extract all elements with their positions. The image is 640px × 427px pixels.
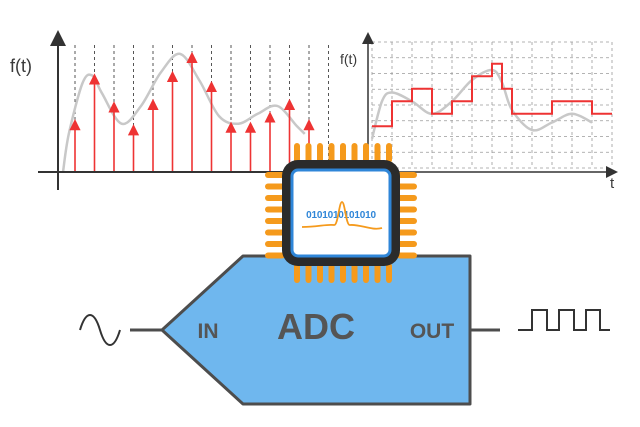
analog-signal-curve: [370, 68, 593, 140]
chip-pin: [340, 143, 346, 163]
chip-bits: 0101010101010: [306, 210, 376, 221]
chip-pin: [397, 183, 417, 190]
quantized-step-signal: [372, 62, 612, 128]
microchip-icon: 0101010101010: [265, 143, 417, 283]
chip-pin: [265, 218, 285, 224]
chip-screen: [290, 168, 392, 258]
sample-gridlines: [74, 45, 329, 172]
chip-pin: [328, 263, 335, 283]
chip-pins: [265, 143, 417, 283]
chip-pin: [397, 172, 417, 178]
chip-pin: [265, 195, 285, 201]
y-axis-label: f(t): [10, 56, 32, 76]
chip-pin: [397, 195, 417, 201]
chip-pin: [397, 252, 417, 259]
chip-pin: [363, 263, 369, 283]
chip-pin: [265, 252, 285, 259]
chip-pin: [265, 183, 285, 190]
sample-arrows: [69, 51, 315, 172]
chip-pin: [397, 229, 417, 236]
square-wave-icon: [518, 309, 610, 331]
chip-pin: [374, 143, 381, 163]
sampling-plot: f(t): [10, 30, 330, 190]
chip-pin: [397, 206, 417, 213]
chip-pin: [294, 263, 300, 283]
adc-label: ADC: [277, 306, 355, 347]
chip-pin: [351, 143, 358, 163]
chip-wave-icon: [301, 201, 383, 230]
chip-pin: [363, 143, 369, 163]
x-axis-label: t: [610, 175, 615, 192]
chip-pin: [294, 143, 300, 163]
chip-pin: [317, 263, 323, 283]
chip-pin: [397, 218, 417, 224]
quantization-grid: [371, 41, 613, 169]
chip-pin: [351, 263, 358, 283]
input-label: IN: [198, 320, 219, 343]
adc-body: [160, 254, 472, 406]
chip-pin: [397, 241, 417, 247]
analog-signal-curve: [61, 52, 306, 173]
chip-pin: [317, 143, 323, 163]
chip-pin: [374, 263, 381, 283]
chip-pin: [386, 263, 392, 283]
chip-pin: [340, 263, 346, 283]
adc-block: ADC IN OUT: [79, 254, 610, 406]
chip-pin: [265, 229, 285, 236]
chip-pin: [328, 143, 335, 163]
chip-pin: [265, 206, 285, 213]
y-axis-label: f(t): [340, 51, 357, 67]
sine-wave-icon: [79, 314, 121, 346]
chip-pin: [305, 143, 312, 163]
chip-pin: [265, 241, 285, 247]
output-label: OUT: [410, 320, 455, 343]
chip-pin: [265, 172, 285, 178]
chip-pin: [305, 263, 312, 283]
chip-pin: [386, 143, 392, 163]
